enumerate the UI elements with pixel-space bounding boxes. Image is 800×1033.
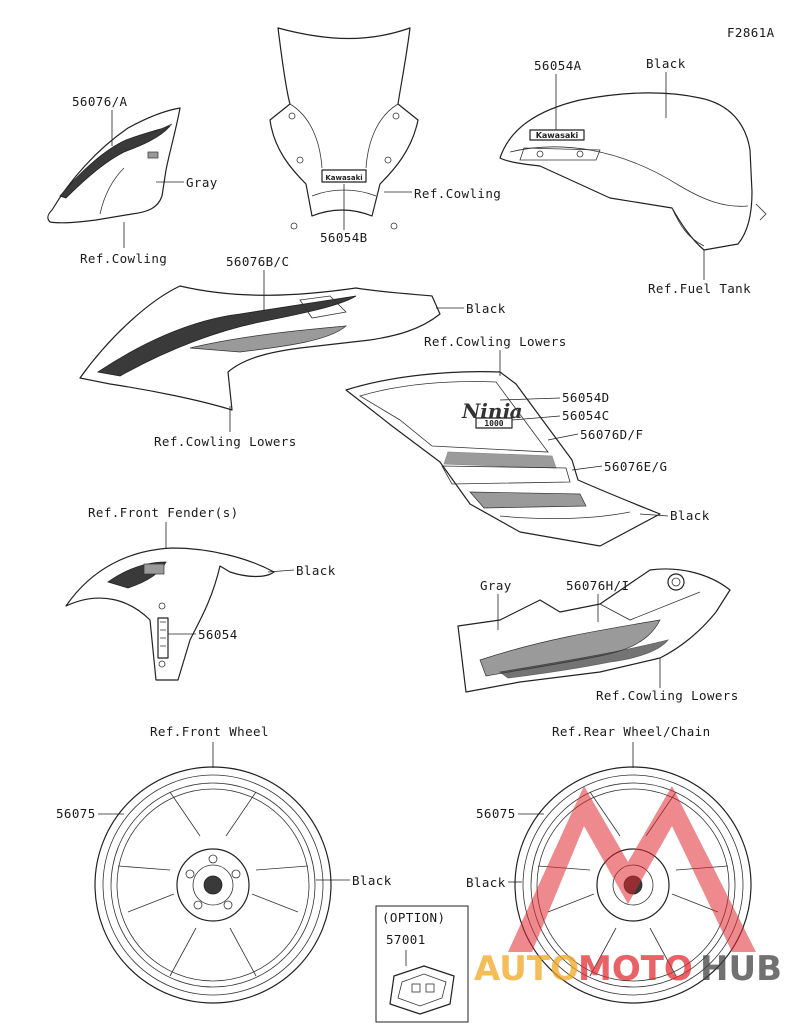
label-ref-front-fender: Ref.Front Fender(s) [88,505,239,520]
leader-black-fender [267,569,295,573]
label-ref-fuel-tank: Ref.Fuel Tank [648,281,751,296]
label-ref-rear-wheel: Ref.Rear Wheel/Chain [552,724,711,739]
label-black-rear-wheel: Black [466,875,506,890]
label-option: (OPTION) [382,910,445,925]
leader-56054C [511,415,561,421]
watermark-text-moto: MOTO [578,949,693,989]
label-ref-cowling-1: Ref.Cowling [80,251,167,266]
label-56076DF: 56076D/F [580,427,643,442]
label-56054D: 56054D [562,390,610,405]
label-56076EG: 56076E/G [604,459,667,474]
belly-pan [457,568,731,693]
model-number-decal: 1000 [484,419,503,428]
figure-code: F2861A [727,25,775,40]
upper-cowling-side [47,107,181,224]
label-57001: 57001 [386,932,426,947]
windshield-cowling: Kawasaki [269,27,419,230]
label-ref-cowling-lowers-3: Ref.Cowling Lowers [596,688,739,703]
label-56054B: 56054B [320,230,368,245]
side-cowling-middle [79,285,441,411]
label-black-fender: Black [296,563,336,578]
label-black-upper: Black [466,301,506,316]
kawasaki-decal-tank: Kawasaki [536,131,579,140]
label-56054: 56054 [198,627,238,642]
label-ref-cowling-lowers-1: Ref.Cowling Lowers [154,434,297,449]
label-56075-rear: 56075 [476,806,516,821]
label-56076A: 56076/A [72,94,128,109]
label-black-front-wheel: Black [352,873,392,888]
watermark-logo: AUTO MOTO HUB [474,786,782,989]
leader-56076EG [571,465,603,471]
watermark-text-hub: HUB [700,949,782,989]
label-ref-front-wheel: Ref.Front Wheel [150,724,269,739]
label-ref-cowling-lowers-2: Ref.Cowling Lowers [424,334,567,349]
label-56054C: 56054C [562,408,610,423]
label-ref-cowling-2: Ref.Cowling [414,186,501,201]
label-black-tank: Black [646,56,686,71]
lower-fairing-panel: Ninja 1000 [345,371,661,547]
front-fender [65,547,275,681]
label-black-lower: Black [670,508,710,523]
watermark-text-auto: AUTO [474,949,579,989]
leader-56076DF [547,433,579,441]
label-gray-2: Gray [480,578,512,593]
kawasaki-decal-windshield: Kawasaki [325,174,362,182]
label-56076BC: 56076B/C [226,254,289,269]
label-56054A: 56054A [534,58,582,73]
front-wheel [94,766,332,1004]
leader-black-lower [639,513,669,517]
watermark-m-shape [508,786,756,952]
label-56076HI: 56076H/I [566,578,629,593]
label-gray-1: Gray [186,175,218,190]
leader-56054D [499,397,561,401]
fuel-tank: Kawasaki [499,92,767,251]
label-56075-front: 56075 [56,806,96,821]
option-box: (OPTION) 57001 [375,905,469,1023]
